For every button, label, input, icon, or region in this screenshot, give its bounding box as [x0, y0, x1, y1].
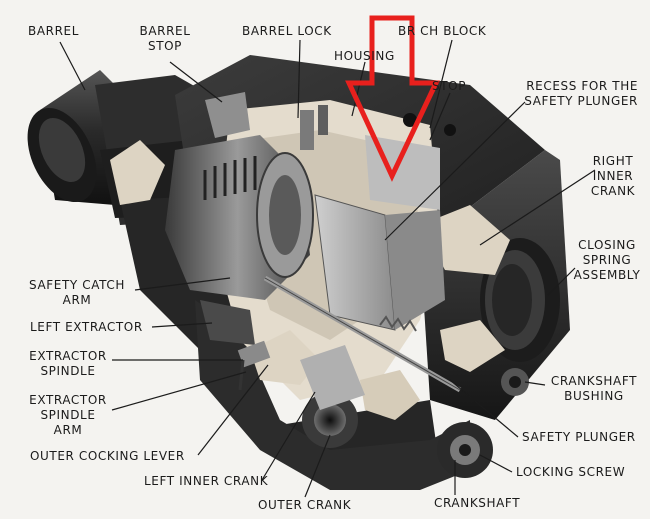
label-crankshaft-bushing: CRANKSHAFT BUSHING — [550, 374, 638, 403]
label-right-inner-crank: RIGHT INNER CRANK — [590, 154, 636, 198]
label-barrel-stop: BARREL STOP — [139, 24, 191, 53]
inner-cylinder — [165, 92, 328, 300]
label-outer-cocking-lever: OUTER COCKING LEVER — [30, 449, 185, 463]
label-left-inner-crank: LEFT INNER CRANK — [144, 474, 269, 488]
label-recess-safety-plunger: RECESS FOR THE SAFETY PLUNGER — [524, 79, 638, 108]
label-stop: STOP — [432, 79, 467, 93]
label-barrel-lock: BARREL LOCK — [242, 24, 332, 38]
label-outer-crank: OUTER CRANK — [258, 498, 352, 512]
label-crankshaft: CRANKSHAFT — [434, 496, 521, 510]
label-locking-screw: LOCKING SCREW — [516, 465, 626, 479]
red-down-arrow-icon — [345, 15, 440, 182]
leader-lines — [59, 39, 596, 498]
label-closing-spring-assembly: CLOSING SPRING ASSEMBLY — [573, 238, 641, 282]
label-extractor-spindle-arm: EXTRACTOR SPINDLE ARM — [29, 393, 107, 437]
label-housing: HOUSING — [334, 49, 395, 63]
label-left-extractor: LEFT EXTRACTOR — [30, 320, 143, 334]
label-safety-plunger: SAFETY PLUNGER — [522, 430, 636, 444]
label-safety-catch-arm: SAFETY CATCH ARM — [29, 278, 125, 307]
label-breech-block: BR CH BLOCK — [398, 24, 487, 38]
label-extractor-spindle: EXTRACTOR SPINDLE — [29, 349, 107, 378]
label-barrel: BARREL — [28, 24, 79, 38]
mechanism-parts — [200, 113, 529, 478]
